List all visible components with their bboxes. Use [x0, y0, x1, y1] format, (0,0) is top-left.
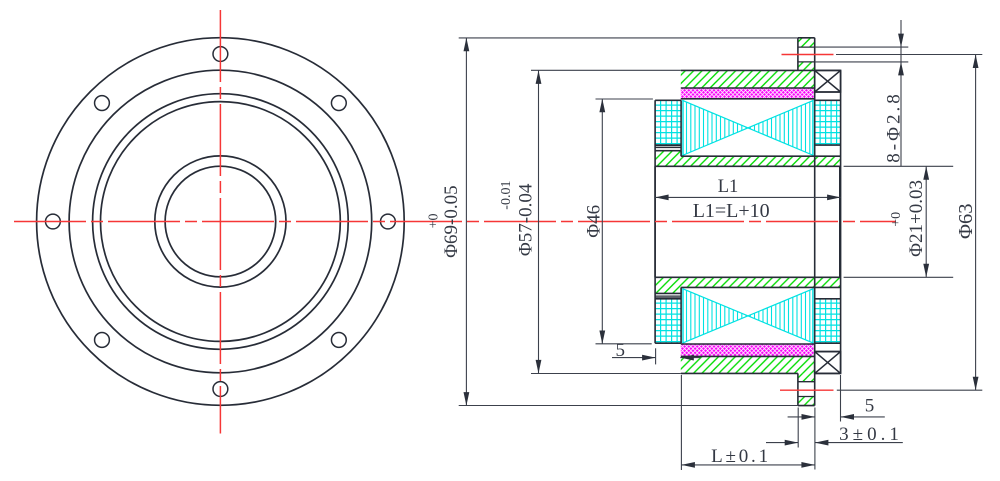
svg-text:L1=L+10: L1=L+10: [693, 200, 770, 222]
svg-text:3±0.1: 3±0.1: [839, 424, 903, 445]
svg-text:5: 5: [616, 340, 626, 361]
svg-text:+0: +0: [427, 213, 442, 228]
svg-text:Φ57-0.04: Φ57-0.04: [515, 183, 536, 256]
svg-text:Φ21+0.03: Φ21+0.03: [906, 180, 927, 257]
svg-text:Φ46: Φ46: [583, 205, 604, 238]
svg-text:L±0.1: L±0.1: [711, 446, 771, 467]
svg-text:Φ63: Φ63: [955, 203, 977, 239]
svg-text:8-Φ2.8: 8-Φ2.8: [884, 91, 905, 162]
svg-text:Φ69-0.05: Φ69-0.05: [441, 185, 462, 257]
svg-text:5: 5: [865, 396, 875, 417]
svg-text:+0: +0: [889, 212, 904, 227]
svg-text:L1: L1: [718, 177, 739, 197]
svg-text:-0.01: -0.01: [499, 181, 514, 210]
